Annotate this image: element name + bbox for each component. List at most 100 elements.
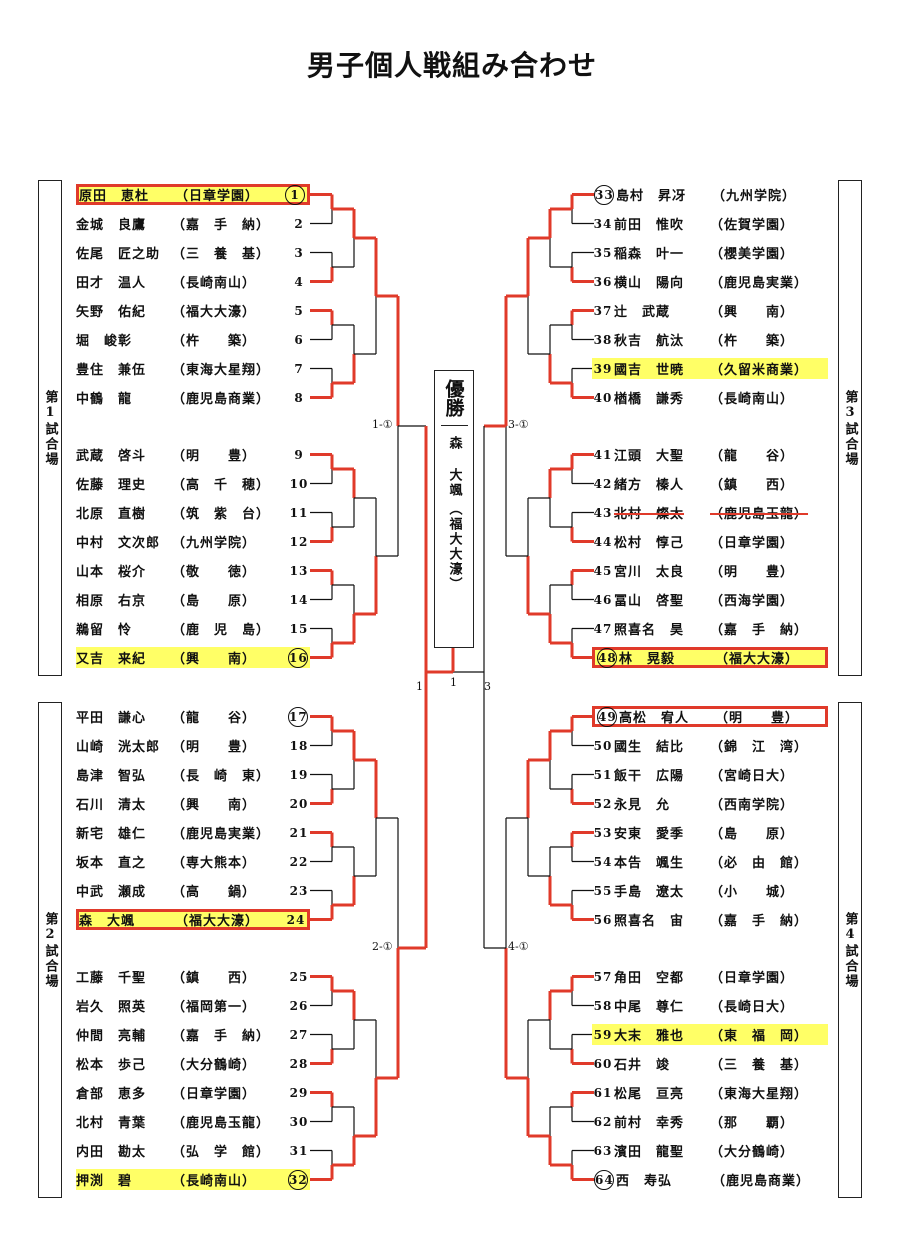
player-row: 倉部 恵多（日章学園）29 bbox=[76, 1082, 310, 1103]
player-number: 21 bbox=[289, 825, 309, 840]
player-name: 坂本 直之 bbox=[76, 856, 147, 871]
player-team: （明 豊） bbox=[172, 449, 257, 464]
player-number: 35 bbox=[593, 245, 613, 260]
player-name: 松尾 亘亮 bbox=[614, 1087, 685, 1102]
player-name: 武蔵 啓斗 bbox=[76, 449, 147, 464]
player-number: 7 bbox=[294, 361, 304, 376]
player-row: 高松 宥人（明 豊）49 bbox=[592, 706, 828, 727]
court-label-3: 第3試合場 bbox=[838, 180, 862, 676]
player-team: （日章学園） bbox=[710, 536, 795, 551]
player-team: （弘 学 館） bbox=[172, 1145, 271, 1160]
player-team: （佐賀学園） bbox=[710, 218, 795, 233]
player-row: 佐尾 匠之助（三 養 基）3 bbox=[76, 242, 310, 263]
player-number: 62 bbox=[593, 1114, 613, 1129]
player-row: 武蔵 啓斗（明 豊）9 bbox=[76, 444, 310, 465]
player-name: 又吉 来紀 bbox=[76, 652, 147, 667]
player-team: （日章学園） bbox=[172, 1087, 257, 1102]
player-team: （龍 谷） bbox=[710, 449, 795, 464]
player-number: 18 bbox=[289, 738, 309, 753]
player-row: 宮川 太良（明 豊）45 bbox=[592, 560, 828, 581]
player-team: （明 豊） bbox=[710, 565, 795, 580]
player-name: 辻 武蔵 bbox=[614, 305, 671, 320]
final-label-left: 1 bbox=[416, 680, 423, 693]
player-team: （東 福 岡） bbox=[710, 1029, 809, 1044]
player-number: 13 bbox=[289, 563, 309, 578]
player-team: （必 由 館） bbox=[710, 856, 809, 871]
player-row: 石井 竣（三 養 基）60 bbox=[592, 1053, 828, 1074]
player-team: （三 養 基） bbox=[710, 1058, 809, 1073]
player-name: 佐尾 匠之助 bbox=[76, 247, 161, 262]
player-row: 永見 允（西南学院）52 bbox=[592, 793, 828, 814]
player-team: （長崎南山） bbox=[710, 392, 795, 407]
player-row: 北原 直樹（筑 紫 台）11 bbox=[76, 502, 310, 523]
player-number: 43 bbox=[593, 505, 613, 520]
player-team: （日章学園） bbox=[175, 189, 260, 204]
player-row: 内田 勘太（弘 学 館）31 bbox=[76, 1140, 310, 1161]
player-team: （杵 築） bbox=[710, 334, 795, 349]
player-name: 國吉 世暁 bbox=[614, 363, 685, 378]
player-name: 手島 遼太 bbox=[614, 885, 685, 900]
player-team: （鎮 西） bbox=[710, 478, 795, 493]
player-row: 矢野 佑紀（福大大濠）5 bbox=[76, 300, 310, 321]
player-name: 秋吉 航汰 bbox=[614, 334, 685, 349]
player-name: 江頭 大聖 bbox=[614, 449, 685, 464]
player-number: 30 bbox=[289, 1114, 309, 1129]
player-name: 金城 良鷹 bbox=[76, 218, 147, 233]
player-row: 前田 惟吹（佐賀学園）34 bbox=[592, 213, 828, 234]
player-number: 6 bbox=[294, 332, 304, 347]
player-name: 佐藤 理史 bbox=[76, 478, 147, 493]
player-row: 島津 智弘（長 崎 東）19 bbox=[76, 764, 310, 785]
player-number: 54 bbox=[593, 854, 613, 869]
player-row: 緒方 榛人（鎮 西）42 bbox=[592, 473, 828, 494]
player-number: 10 bbox=[289, 476, 309, 491]
player-number: 31 bbox=[289, 1143, 309, 1158]
player-row: 稲森 叶一（櫻美学園）35 bbox=[592, 242, 828, 263]
player-row: 鵜留 怜 （鹿 児 島） 15 bbox=[76, 618, 310, 639]
player-number: 12 bbox=[289, 534, 309, 549]
player-row: 原田 恵杜（日章学園）1 bbox=[76, 184, 310, 205]
player-team: （錦 江 湾） bbox=[710, 740, 809, 755]
player-row: 北村 燦太 （鹿児島玉龍） 43 bbox=[592, 502, 828, 523]
player-name: 緒方 榛人 bbox=[614, 478, 685, 493]
player-number: 41 bbox=[593, 447, 613, 462]
player-name: 安東 愛季 bbox=[614, 827, 685, 842]
player-row: 松本 歩己（大分鶴崎）28 bbox=[76, 1053, 310, 1074]
player-name: 平田 謙心 bbox=[76, 711, 147, 726]
player-row: 林 晃毅（福大大濠）48 bbox=[592, 647, 828, 668]
player-row: 安東 愛季（島 原）53 bbox=[592, 822, 828, 843]
player-number: 24 bbox=[286, 912, 306, 927]
player-team: （専大熊本） bbox=[172, 856, 257, 871]
player-number: 57 bbox=[593, 969, 613, 984]
player-name: 中村 文次郎 bbox=[76, 536, 161, 551]
player-team: （東海大星翔） bbox=[172, 363, 271, 378]
player-row: 又吉 来紀（興 南）16 bbox=[76, 647, 310, 668]
player-name: 永見 允 bbox=[614, 798, 671, 813]
player-name: 北村 燦太 bbox=[614, 507, 685, 522]
player-row: 平田 謙心（龍 谷）17 bbox=[76, 706, 310, 727]
player-number: 15 bbox=[289, 621, 309, 636]
player-team: （長崎日大） bbox=[710, 1000, 795, 1015]
player-team: （鹿児島玉龍） bbox=[710, 507, 809, 522]
player-number: 46 bbox=[593, 592, 613, 607]
player-team: （敬 徳） bbox=[172, 565, 257, 580]
player-name: 國生 結比 bbox=[614, 740, 685, 755]
player-name: 鵜留 怜 bbox=[76, 623, 133, 638]
player-number: 5 bbox=[294, 303, 304, 318]
player-row: 北村 青葉（鹿児島玉龍）30 bbox=[76, 1111, 310, 1132]
player-number: 63 bbox=[593, 1143, 613, 1158]
player-team: （長 崎 東） bbox=[172, 769, 271, 784]
player-team: （鹿 児 島） bbox=[172, 623, 271, 638]
player-row: 中尾 尊仁（長崎日大）58 bbox=[592, 995, 828, 1016]
player-team: （櫻美学園） bbox=[710, 247, 795, 262]
player-number: 50 bbox=[593, 738, 613, 753]
semi-label-right-top: 3-① bbox=[508, 418, 529, 431]
player-row: 國生 結比 （錦 江 湾） 50 bbox=[592, 735, 828, 756]
player-row: 田才 温人（長崎南山）4 bbox=[76, 271, 310, 292]
player-number: 38 bbox=[593, 332, 613, 347]
player-number: 22 bbox=[289, 854, 309, 869]
player-row: 松村 惇己（日章学園）44 bbox=[592, 531, 828, 552]
player-name: 本告 颯生 bbox=[614, 856, 685, 871]
semi-label-left-top: 1-① bbox=[372, 418, 393, 431]
player-team: （福岡第一） bbox=[172, 1000, 257, 1015]
player-name: 冨山 啓聖 bbox=[614, 594, 685, 609]
